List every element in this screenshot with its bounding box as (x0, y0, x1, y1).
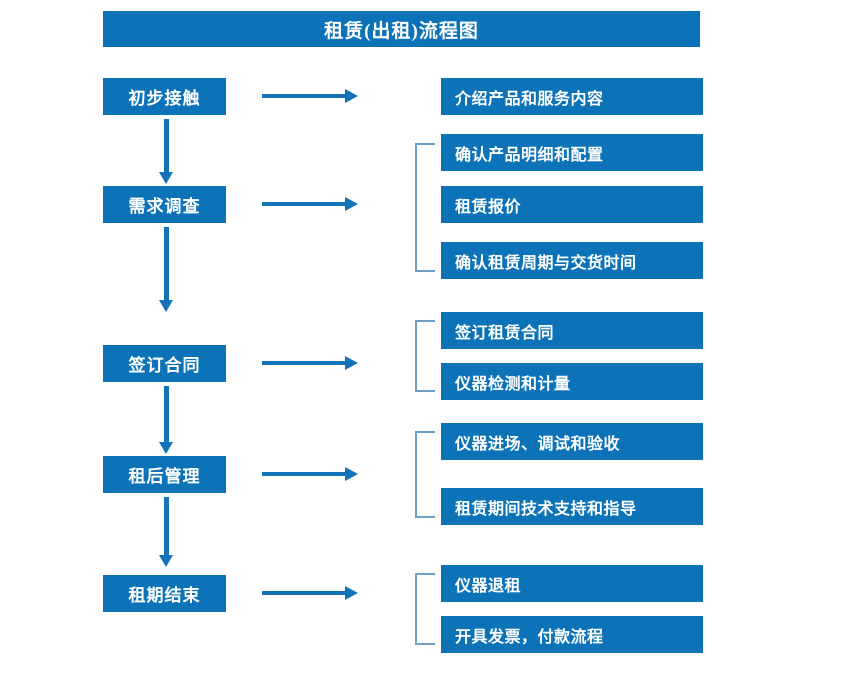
group-bracket-3 (415, 320, 435, 392)
flow-arrow-4-to-5 (158, 497, 174, 567)
stage-box-1[interactable]: 初步接触 (103, 78, 226, 115)
group-bracket-4 (415, 431, 435, 518)
page-title: 租赁(出租)流程图 (103, 11, 700, 47)
arrow-shaft (262, 591, 346, 595)
detail-box-2-2[interactable]: 租赁报价 (441, 186, 703, 223)
stage-box-3[interactable]: 签订合同 (103, 345, 226, 382)
detail-box-3-1[interactable]: 签订租赁合同 (441, 312, 703, 349)
detail-box-5-2[interactable]: 开具发票，付款流程 (441, 616, 703, 653)
arrow-shaft (164, 386, 169, 442)
arrow-shaft (262, 472, 346, 476)
group-bracket-2 (415, 143, 435, 272)
arrow-shaft (262, 94, 346, 98)
arrow-head-icon (345, 197, 358, 211)
flow-arrow-2-to-3 (158, 227, 174, 312)
arrow-head-icon (345, 89, 358, 103)
stage-box-5[interactable]: 租期结束 (103, 575, 226, 612)
branch-arrow-2 (262, 196, 358, 212)
branch-arrow-3 (262, 355, 358, 371)
stage-box-2[interactable]: 需求调查 (103, 186, 226, 223)
arrow-shaft (164, 497, 169, 555)
arrow-head-icon (345, 356, 358, 370)
arrow-head-icon (345, 586, 358, 600)
detail-box-5-1[interactable]: 仪器退租 (441, 565, 703, 602)
arrow-head-icon (159, 555, 173, 567)
detail-box-3-2[interactable]: 仪器检测和计量 (441, 363, 703, 400)
detail-box-1-1[interactable]: 介绍产品和服务内容 (441, 78, 703, 115)
arrow-shaft (164, 119, 169, 172)
arrow-head-icon (159, 300, 173, 312)
arrow-head-icon (159, 172, 173, 184)
detail-box-2-3[interactable]: 确认租赁周期与交货时间 (441, 242, 703, 279)
detail-box-4-2[interactable]: 租赁期间技术支持和指导 (441, 488, 703, 525)
arrow-head-icon (159, 442, 173, 454)
arrow-head-icon (345, 467, 358, 481)
branch-arrow-5 (262, 585, 358, 601)
arrow-shaft (262, 361, 346, 365)
arrow-shaft (262, 202, 346, 206)
group-bracket-5 (415, 573, 435, 645)
flow-arrow-1-to-2 (158, 119, 174, 184)
detail-box-4-1[interactable]: 仪器进场、调试和验收 (441, 423, 703, 460)
branch-arrow-1 (262, 88, 358, 104)
arrow-shaft (164, 227, 169, 300)
branch-arrow-4 (262, 466, 358, 482)
flow-arrow-3-to-4 (158, 386, 174, 454)
stage-box-4[interactable]: 租后管理 (103, 456, 226, 493)
detail-box-2-1[interactable]: 确认产品明细和配置 (441, 134, 703, 171)
